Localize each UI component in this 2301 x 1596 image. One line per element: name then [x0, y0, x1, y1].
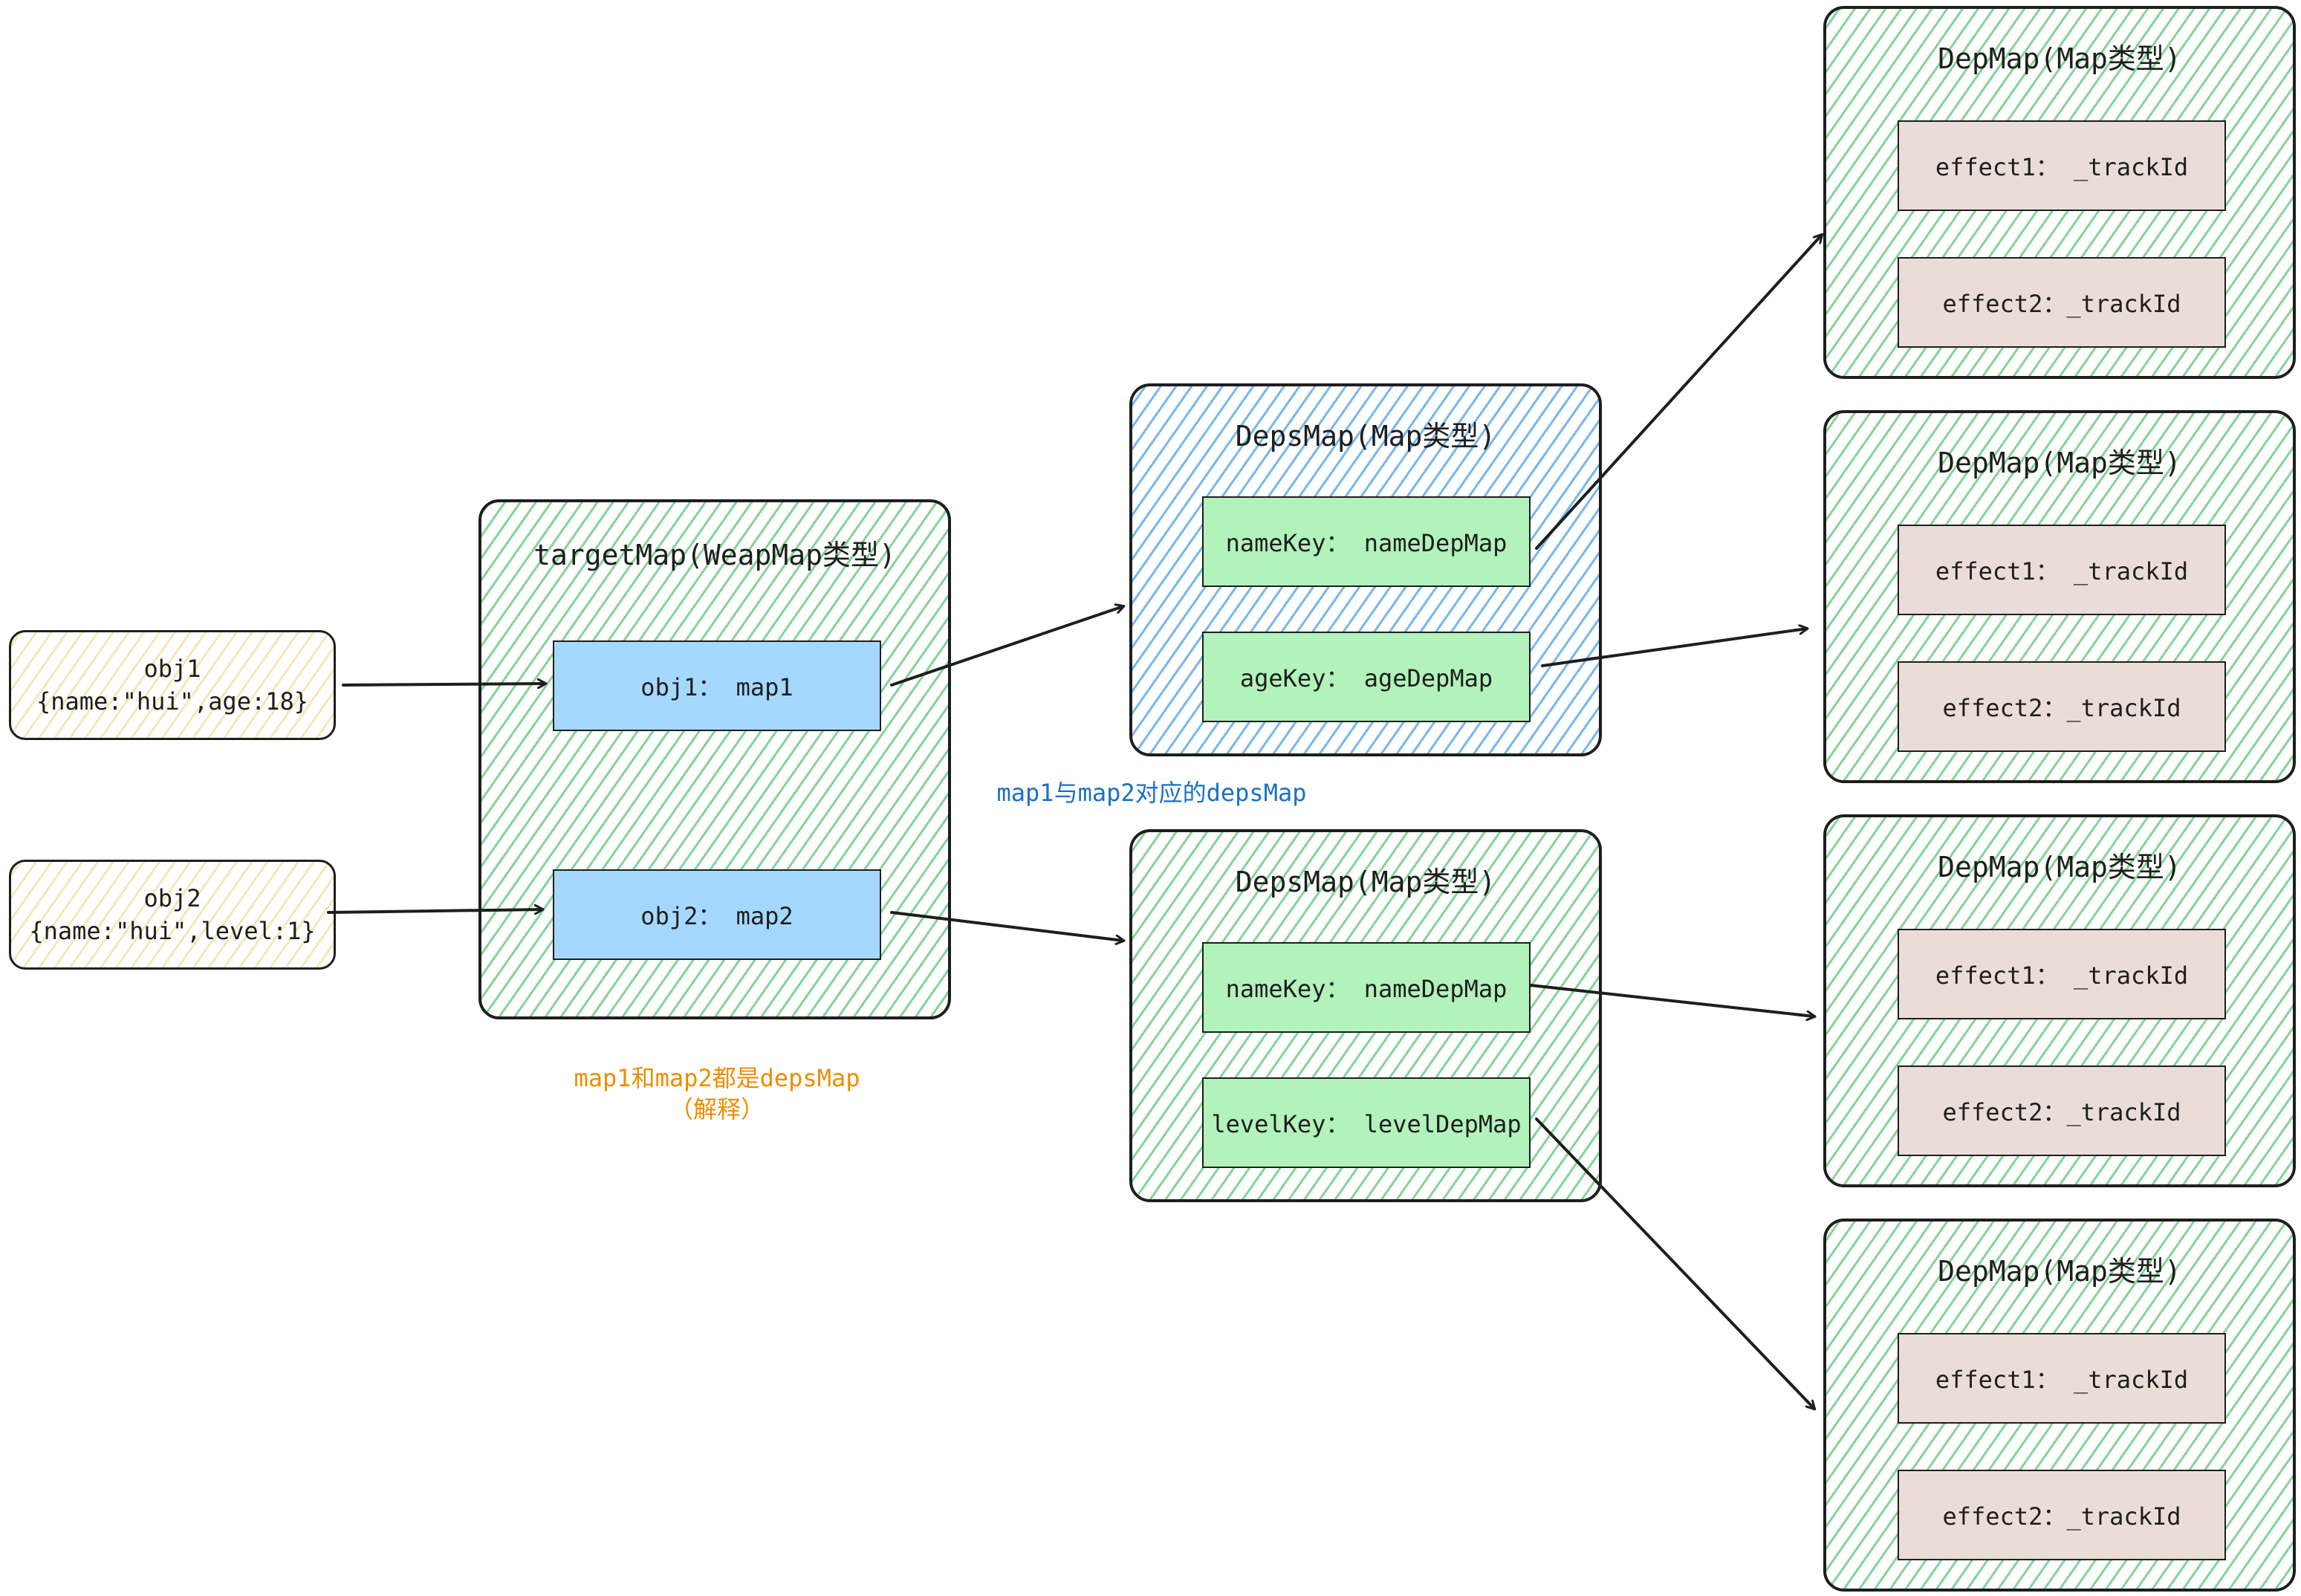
obj2-value: {name:"hui",level:1} — [29, 917, 316, 945]
dep-map-1-effect2[interactable]: effect2：_trackId — [1898, 257, 2226, 348]
dep-map-4-effect1[interactable]: effect1： _trackId — [1898, 1333, 2226, 1424]
targetmap-note-line1: map1和map2都是depsMap — [574, 1064, 860, 1092]
arrow-obj2-to-target-entry — [327, 909, 542, 912]
deps-map-1-entry-age[interactable]: ageKey： ageDepMap — [1202, 632, 1531, 722]
dep-map-4-title: DepMap(Map类型) — [1938, 1255, 2181, 1288]
dep-map-3-effect2[interactable]: effect2：_trackId — [1898, 1065, 2226, 1156]
dep-map-container-4[interactable]: DepMap(Map类型) effect1： _trackId effect2：… — [1823, 1219, 2296, 1592]
dep-map-3-title: DepMap(Map类型) — [1938, 851, 2181, 883]
arrow-namekey2-to-depmap3 — [1529, 984, 1814, 1016]
arrow-map1-to-depsmap1 — [890, 606, 1123, 687]
depsmap-note: map1与map2对应的depsMap — [996, 779, 1307, 807]
dep-map-1-effect1[interactable]: effect1： _trackId — [1898, 120, 2226, 211]
obj1-name: obj1 — [143, 655, 201, 683]
deps-map-1-title: DepsMap(Map类型) — [1235, 420, 1496, 452]
targetmap-note-line2: （解释） — [669, 1095, 765, 1123]
arrow-namekey1-to-depmap1 — [1535, 235, 1822, 550]
deps-map-2-entry-name[interactable]: nameKey： nameDepMap — [1202, 942, 1531, 1033]
target-map-container[interactable]: targetMap(WeapMap类型) obj1： map1 obj2： ma… — [478, 499, 951, 1019]
dep-map-3-effect1[interactable]: effect1： _trackId — [1898, 929, 2226, 1019]
deps-map-container-1[interactable]: DepsMap(Map类型) nameKey： nameDepMap ageKe… — [1129, 383, 1602, 756]
dep-map-1-title: DepMap(Map类型) — [1938, 42, 2181, 75]
dep-map-2-title: DepMap(Map类型) — [1938, 447, 2181, 479]
obj2-name: obj2 — [143, 884, 201, 912]
arrow-obj1-to-target-entry — [342, 684, 545, 685]
dep-map-container-1[interactable]: DepMap(Map类型) effect1： _trackId effect2：… — [1823, 6, 2296, 379]
dep-map-container-3[interactable]: DepMap(Map类型) effect1： _trackId effect2：… — [1823, 814, 2296, 1187]
dep-map-4-effect2[interactable]: effect2：_trackId — [1898, 1470, 2226, 1560]
dep-map-2-effect1[interactable]: effect1： _trackId — [1898, 525, 2226, 615]
deps-map-2-entry-level[interactable]: levelKey： levelDepMap — [1202, 1077, 1531, 1168]
deps-map-container-2[interactable]: DepsMap(Map类型) nameKey： nameDepMap level… — [1129, 829, 1602, 1202]
obj1-value: {name:"hui",age:18} — [36, 687, 309, 716]
dep-map-container-2[interactable]: DepMap(Map类型) effect1： _trackId effect2：… — [1823, 410, 2296, 783]
arrow-map2-to-depsmap2 — [890, 911, 1123, 941]
obj2-node[interactable]: obj2 {name:"hui",level:1} — [9, 860, 336, 970]
dep-map-2-effect2[interactable]: effect2：_trackId — [1898, 661, 2226, 752]
target-map-entry-obj2[interactable]: obj2： map2 — [553, 869, 881, 960]
deps-map-2-title: DepsMap(Map类型) — [1235, 866, 1496, 898]
arrow-levelkey-to-depmap4 — [1535, 1117, 1814, 1409]
deps-map-1-entry-name[interactable]: nameKey： nameDepMap — [1202, 496, 1531, 587]
obj1-node[interactable]: obj1 {name:"hui",age:18} — [9, 630, 336, 740]
target-map-title: targetMap(WeapMap类型) — [533, 539, 896, 571]
target-map-entry-obj1[interactable]: obj1： map1 — [553, 640, 881, 731]
arrow-agekey-to-depmap2 — [1541, 629, 1807, 667]
targetmap-note: map1和map2都是depsMap （解释） — [520, 1063, 914, 1125]
